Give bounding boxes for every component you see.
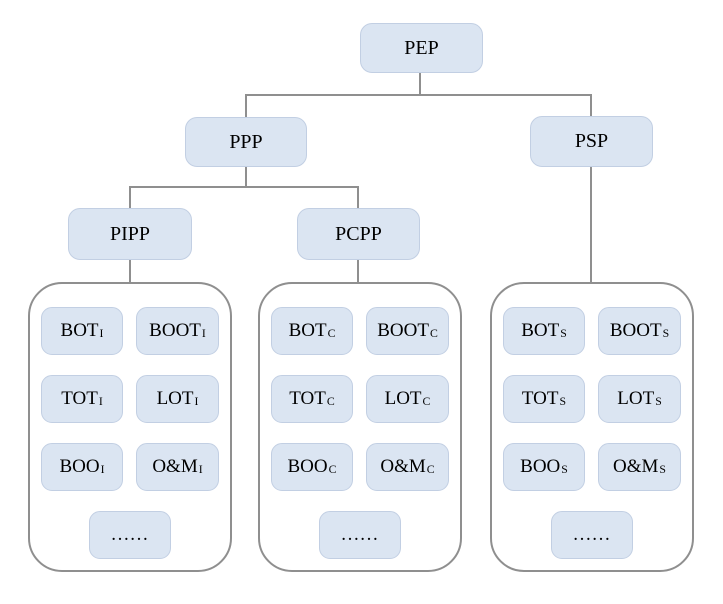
node-label: LOT [156,388,194,409]
connector-level2-horizontal [129,186,359,188]
node-label: BOOT [149,320,201,341]
node-label-subscript: C [327,327,336,341]
node-label-subscript: C [326,395,335,409]
node-label: LOT [384,388,422,409]
node-psp: PSP [530,116,653,167]
node-label: BOO [287,456,328,477]
node-pipp: PIPP [68,208,192,260]
node-label-subscript: I [100,463,105,477]
connector-ppp-up [245,94,247,118]
connector-pipp-to-group [129,260,131,283]
node-label-subscript: C [426,463,435,477]
node-label: BOOT [377,320,429,341]
node-label: TOT [289,388,326,409]
node-label-subscript: I [98,395,103,409]
connector-ppp-down [245,167,247,188]
node-label-subscript: C [422,395,431,409]
node-ppp: PPP [185,117,307,167]
node-label: BOO [59,456,100,477]
node-label: TOT [61,388,98,409]
node-pep-label: PEP [404,36,439,59]
node-ppp-label: PPP [229,130,263,153]
node-label-subscript: C [429,327,438,341]
node-label-subscript: S [655,395,662,409]
connector-level1-horizontal [245,94,592,96]
connector-psp-to-group [590,167,592,283]
node-label: …… [572,524,611,545]
node-label: BOT [521,320,560,341]
node-ellipsis-1: …… [89,511,171,559]
node-label: TOT [521,388,559,409]
node-label: BOT [288,320,327,341]
connector-pep-down [419,73,421,95]
node-label: LOT [617,388,655,409]
node-pipp-label: PIPP [109,222,151,245]
connector-pcpp-to-group [357,260,359,283]
node-label: O&M [152,456,198,477]
node-label-subscript: I [99,327,104,341]
node-label: BOT [60,320,99,341]
node-pep: PEP [360,23,483,73]
node-psp-label: PSP [574,130,609,152]
node-label-subscript: I [198,463,203,477]
node-label: …… [110,524,149,545]
node-label-subscript: S [659,463,666,477]
node-label: BOO [520,456,561,477]
node-label: …… [340,524,379,545]
node-label-subscript: S [662,327,670,341]
node-label: O&M [613,456,659,477]
node-label: O&M [380,456,426,477]
node-pcpp-label: PCPP [335,222,382,245]
node-label-subscript: S [561,463,568,477]
connector-pcpp-up [357,186,359,209]
node-label-subscript: S [560,327,567,341]
node-label-subscript: S [559,395,567,409]
connector-psp-up [590,94,592,117]
node-label: BOOT [609,320,662,341]
node-label-subscript: I [201,327,206,341]
node-pcpp: PCPP [297,208,420,260]
node-ellipsis-3: …… [551,511,633,559]
node-ellipsis-2: …… [319,511,401,559]
connector-pipp-up [129,186,131,209]
node-label-subscript: C [328,463,337,477]
node-label-subscript: I [194,395,199,409]
